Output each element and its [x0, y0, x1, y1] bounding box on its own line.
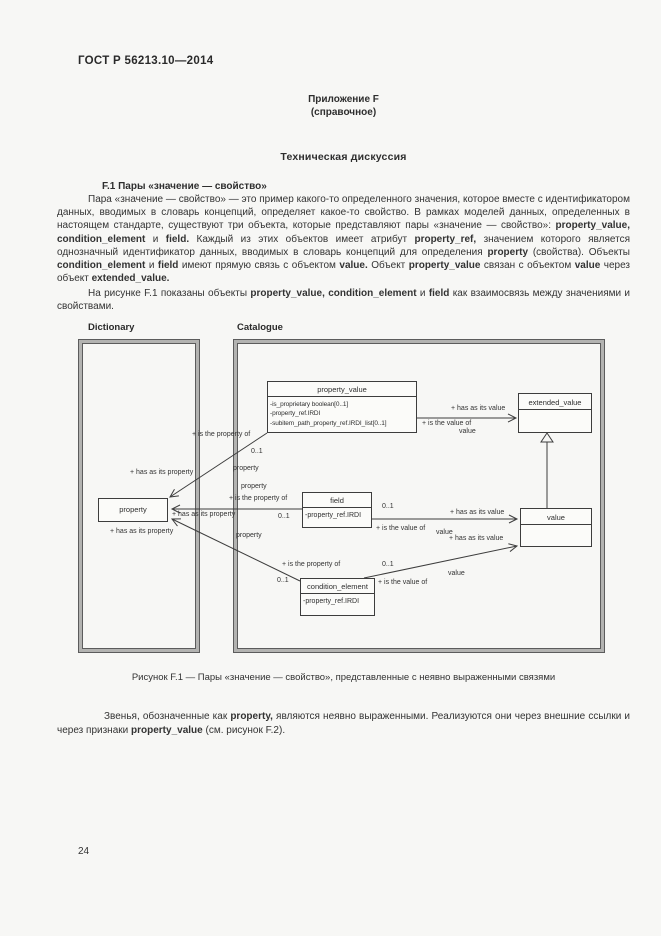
edge-label: + has as its value — [451, 405, 506, 412]
edge-label: + has as its property — [110, 528, 174, 535]
edge-label: + is the value of — [378, 579, 428, 586]
class-condition-element: condition_element -property_ref.IRDI — [300, 578, 375, 616]
class-property-value-title: property_value — [268, 382, 416, 397]
edge-label: + is the value of — [422, 420, 472, 427]
edge-label: value — [459, 428, 476, 435]
class-extended-value-title: extended_value — [519, 394, 591, 410]
section-title: Техническая дискуссия — [280, 151, 407, 163]
edge-label: 0..1 — [382, 503, 394, 510]
paragraph-3: Звенья, обозначенные как property, являю… — [57, 711, 630, 736]
edge-label: + is the value of — [376, 525, 426, 532]
edge-label: + is the property of — [192, 431, 251, 438]
appendix-label: Приложение F — [308, 94, 379, 105]
edge-label: 0..1 — [251, 448, 263, 455]
class-property: property — [98, 498, 168, 522]
class-field-title: field — [303, 493, 371, 508]
class-value-title: value — [521, 509, 591, 525]
edge-label: + has as its property — [130, 469, 194, 476]
edge-label: property — [233, 465, 259, 472]
class-value: value — [520, 508, 592, 547]
edge-label: 0..1 — [382, 561, 394, 568]
edge-label: property — [241, 483, 267, 490]
edge-label: value — [436, 529, 453, 536]
class-value-attributes — [521, 525, 591, 546]
edge-label: + has as its value — [449, 535, 504, 542]
class-property-title: property — [119, 505, 147, 514]
edge-label: + has as its property — [172, 511, 236, 518]
dictionary-frame-label: Dictionary — [88, 322, 135, 333]
edge-label: value — [448, 570, 465, 577]
edge-label: + has as its value — [450, 509, 505, 516]
class-condition-element-title: condition_element — [301, 579, 374, 594]
edge-label: + is the property of — [282, 561, 341, 568]
class-property-value-attributes: -is_proprietary boolean[0..1] -property_… — [270, 400, 387, 427]
edge-label: 0..1 — [277, 577, 289, 584]
class-field-attributes: -property_ref.IRDI — [305, 511, 362, 519]
dictionary-frame — [78, 339, 200, 653]
catalogue-frame-label: Catalogue — [237, 322, 283, 333]
page-number: 24 — [78, 846, 90, 857]
class-extended-value-attributes — [519, 410, 591, 432]
paragraph-2: На рисунке F.1 показаны объекты property… — [57, 288, 630, 313]
class-field: field -property_ref.IRDI — [302, 492, 372, 528]
figure-caption: Рисунок F.1 — Пары «значение — свойство»… — [131, 672, 556, 683]
class-condition-element-attributes: -property_ref.IRDI — [303, 597, 360, 605]
edge-label: property — [236, 532, 262, 539]
doc-number: ГОСТ Р 56213.10—2014 — [78, 55, 214, 67]
appendix-note: (справочное) — [310, 107, 377, 118]
heading-f1: F.1 Пары «значение — свойство» — [102, 181, 267, 192]
edge-label: 0..1 — [278, 513, 290, 520]
class-property-value: property_value -is_proprietary boolean[0… — [267, 381, 417, 433]
paragraph-1: Пара «значение — свойство» — это пример … — [57, 194, 630, 285]
edge-label: + is the property of — [229, 495, 288, 502]
class-extended-value: extended_value — [518, 393, 592, 433]
